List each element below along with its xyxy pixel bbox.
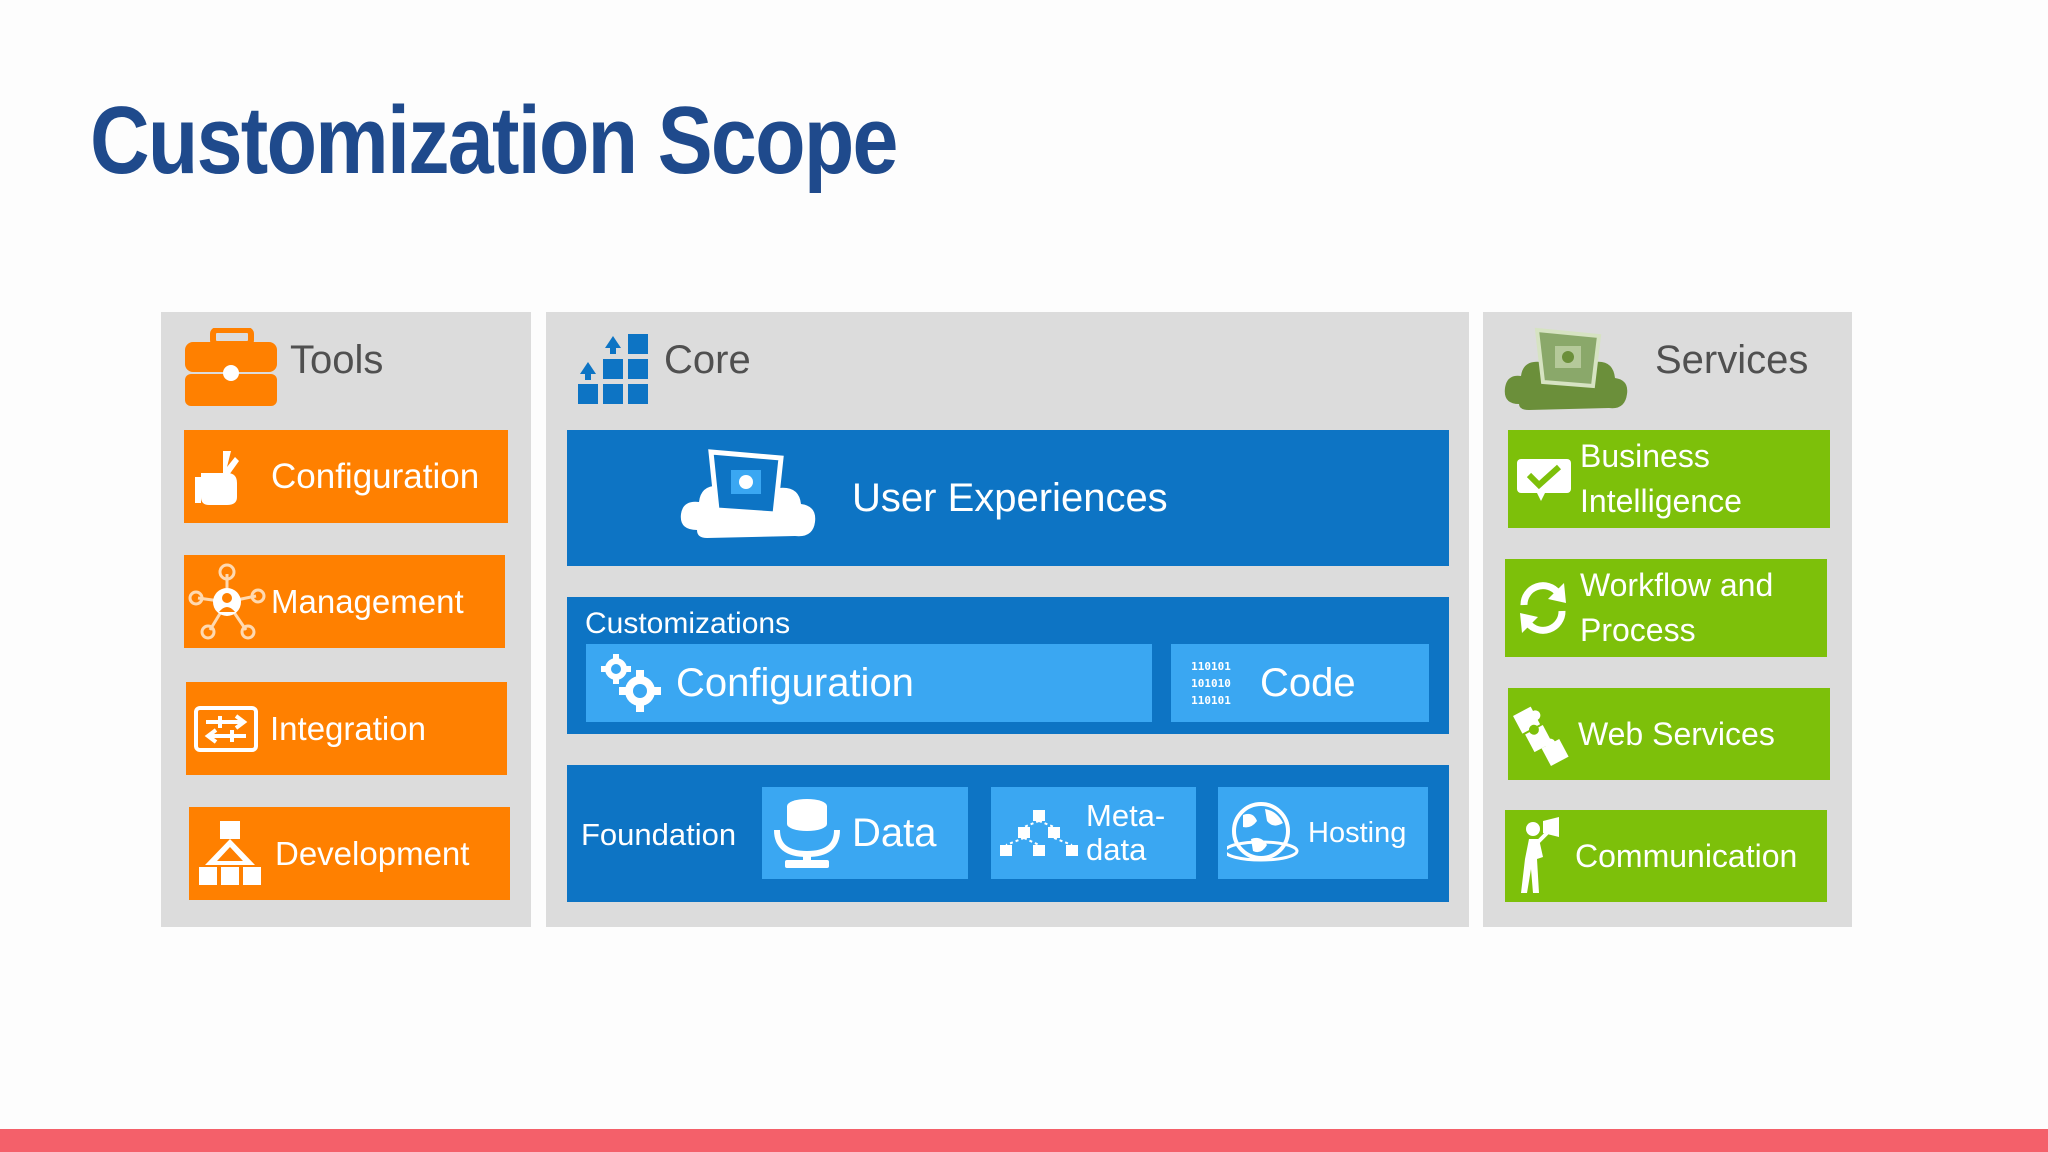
tools-panel: Tools Configuration (161, 312, 531, 927)
service-business-intelligence[interactable]: Business Intelligence (1508, 430, 1830, 528)
service-label: Business Intelligence (1580, 434, 1742, 524)
network-people-icon (184, 555, 269, 648)
core-panel: Core User Experiences Customizations (546, 312, 1469, 927)
service-label-line1: Communication (1575, 837, 1798, 874)
services-header: Services (1503, 324, 1833, 424)
foundation-metadata-tile[interactable]: Meta- data (991, 787, 1196, 879)
service-label-line2: Process (1580, 612, 1696, 648)
user-experiences-label: User Experiences (852, 476, 1168, 520)
tools-header: Tools (185, 324, 515, 424)
checkmark-icon (1508, 430, 1580, 528)
hand-tool-icon (184, 430, 254, 523)
person-megaphone-icon (1505, 810, 1575, 902)
metadata-label: Meta- data (1086, 799, 1165, 867)
tools-title: Tools (290, 338, 384, 382)
hierarchy-icon (189, 807, 271, 900)
tool-configuration[interactable]: Configuration (184, 430, 508, 523)
customizations-label: Customizations (585, 607, 791, 640)
foundation-hosting-label: Hosting (1308, 816, 1407, 849)
globe-icon (1218, 787, 1308, 879)
foundation-label: Foundation (581, 817, 737, 852)
core-title: Core (664, 338, 751, 382)
user-experiences-block[interactable]: User Experiences (567, 430, 1449, 566)
gears-icon (586, 644, 676, 722)
customizations-block: Customizations (567, 597, 1449, 734)
service-communication[interactable]: Communication (1505, 810, 1827, 902)
tool-integration-label: Integration (270, 709, 426, 747)
services-title: Services (1655, 338, 1809, 382)
slide-title: Customization Scope (90, 87, 898, 194)
service-web-services[interactable]: Web Services (1508, 688, 1830, 780)
core-configuration-label: Configuration (676, 660, 914, 705)
core-code-label: Code (1260, 660, 1356, 705)
binary-line: 110101 (1191, 659, 1231, 673)
binary-code-icon: 110101 101010 110101 (1171, 644, 1251, 722)
core-code-tile[interactable]: 110101 101010 110101 Code (1171, 644, 1429, 722)
tool-development-label: Development (275, 834, 470, 872)
binary-line: 110101 (1191, 693, 1231, 707)
foundation-data-tile[interactable]: Data (762, 787, 968, 879)
database-computer-icon (762, 787, 852, 879)
service-label: Workflow and Process (1580, 563, 1773, 653)
binary-line: 101010 (1191, 676, 1231, 690)
building-blocks-icon (576, 332, 652, 408)
refresh-icon (1505, 559, 1580, 657)
tool-integration[interactable]: Integration (186, 682, 507, 775)
foundation-data-label: Data (852, 810, 937, 855)
service-label-line1: Workflow and (1580, 567, 1774, 603)
service-label-line2: Intelligence (1580, 483, 1742, 519)
toolbox-icon (185, 328, 279, 408)
computer-cloud-icon (677, 444, 819, 554)
services-panel: Services Business Intelligence Workflow … (1483, 312, 1852, 927)
puzzle-icon (1508, 688, 1578, 780)
tool-management[interactable]: Management (184, 555, 505, 648)
service-label-line1: Web Services (1578, 715, 1775, 752)
node-network-icon (991, 787, 1086, 879)
bottom-accent-bar (0, 1129, 2048, 1152)
service-label-line1: Business (1580, 438, 1710, 474)
core-configuration-tile[interactable]: Configuration (586, 644, 1152, 722)
arrows-exchange-icon (186, 682, 266, 775)
computer-cloud-icon (1503, 324, 1629, 422)
metadata-label-line2: data (1086, 832, 1147, 867)
tool-development[interactable]: Development (189, 807, 510, 900)
tool-management-label: Management (271, 582, 464, 620)
metadata-label-line1: Meta- (1086, 798, 1166, 833)
service-workflow-process[interactable]: Workflow and Process (1505, 559, 1827, 657)
foundation-block: Foundation Data (567, 765, 1449, 902)
core-header: Core (576, 324, 976, 424)
tool-configuration-label: Configuration (271, 456, 480, 496)
foundation-hosting-tile[interactable]: Hosting (1218, 787, 1428, 879)
